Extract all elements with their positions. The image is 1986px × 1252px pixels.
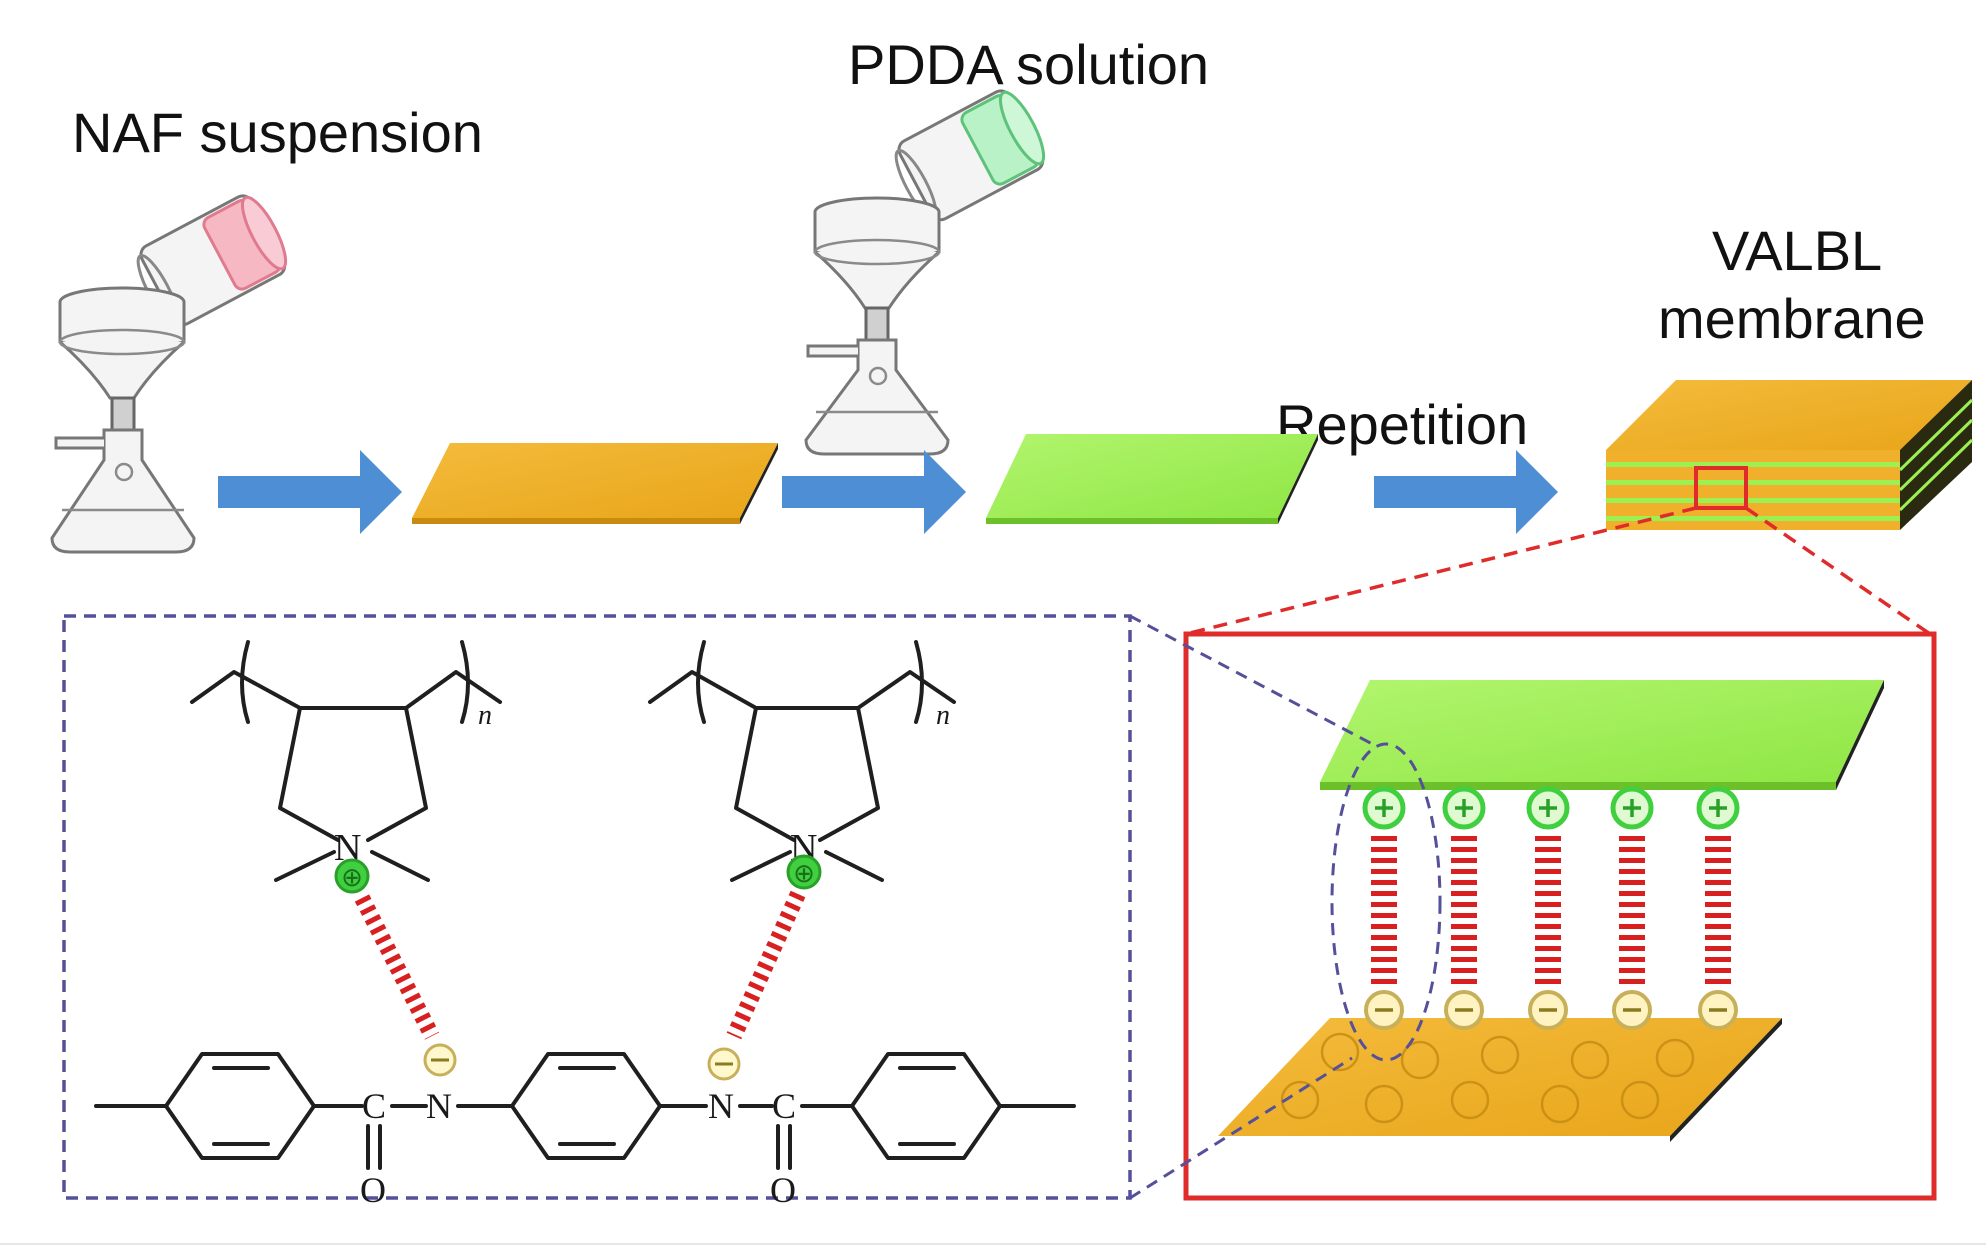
- plus-icon: [1375, 799, 1393, 817]
- ionic-bond-1: [354, 894, 440, 1040]
- ion-pair-3: [1526, 786, 1570, 1030]
- ion-pair-5: [1696, 786, 1740, 1030]
- pdda-layer: [986, 434, 1318, 524]
- zoom-pdda-sheet: [1320, 680, 1884, 790]
- pdda-subscript-n-1: n: [478, 700, 492, 731]
- plus-icon: [1455, 799, 1473, 817]
- zoom-line-left: [1185, 506, 1697, 636]
- filtration-apparatus-naf: [50, 194, 288, 554]
- cation-marker-1: ⊕: [334, 858, 370, 894]
- zoom-region-marker: [1694, 466, 1748, 510]
- anion-marker-2: [707, 1047, 741, 1081]
- anion-marker-1: [423, 1043, 457, 1077]
- filtration-apparatus-pdda: [804, 89, 1046, 456]
- ionic-bond-2: [726, 890, 806, 1040]
- valbl-label-line2: membrane: [1658, 287, 1926, 350]
- pdda-solution-label: PDDA solution: [848, 33, 1209, 96]
- ion-pair-columns: [1362, 786, 1740, 1030]
- carbonyl-oxygen-1: O: [360, 1170, 386, 1210]
- ion-pair-4: [1610, 786, 1654, 1030]
- arrow-step-3: [1374, 450, 1558, 534]
- arrow-step-1: [218, 450, 402, 534]
- purple-connector-top: [1129, 614, 1377, 748]
- ion-pair-2: [1442, 786, 1486, 1030]
- plus-icon: [1539, 799, 1557, 817]
- zoom-line-right: [1745, 506, 1931, 636]
- amide-nitrogen-1: N: [426, 1086, 452, 1126]
- svg-text:⊕: ⊕: [341, 863, 363, 893]
- zoom-detail-box: [1183, 631, 1937, 1201]
- repetition-label: Repetition: [1276, 393, 1528, 456]
- pdda-subscript-n-2: n: [936, 700, 950, 731]
- carbonyl-carbon-2: C: [772, 1086, 796, 1126]
- plus-icon: [1709, 799, 1727, 817]
- zoom-naf-sheet: [1218, 1018, 1782, 1142]
- pdda-repeat-unit-2: N n: [648, 640, 956, 882]
- cation-marker-2: ⊕: [786, 854, 822, 890]
- arrow-step-2: [782, 450, 966, 534]
- chemical-structure-box: [62, 614, 1132, 1200]
- purple-connector-bottom: [1129, 1056, 1353, 1200]
- naf-suspension-label: NAF suspension: [72, 101, 483, 164]
- ion-pair-1: [1362, 786, 1406, 1030]
- valbl-label-line1: VALBL: [1712, 219, 1882, 282]
- carbonyl-carbon-1: C: [362, 1086, 386, 1126]
- naf-layer: [412, 443, 778, 524]
- valbl-membrane-stack: [1606, 380, 1974, 530]
- svg-text:⊕: ⊕: [793, 859, 815, 889]
- plus-icon: [1623, 799, 1641, 817]
- aramid-backbone: C O N N C O: [94, 1052, 1076, 1210]
- pdda-repeat-unit-1: N n: [190, 640, 502, 882]
- amide-nitrogen-2: N: [708, 1086, 734, 1126]
- highlight-ellipse: [1330, 742, 1442, 1062]
- carbonyl-oxygen-2: O: [770, 1170, 796, 1210]
- pdda-beaker-icon: [894, 89, 1046, 222]
